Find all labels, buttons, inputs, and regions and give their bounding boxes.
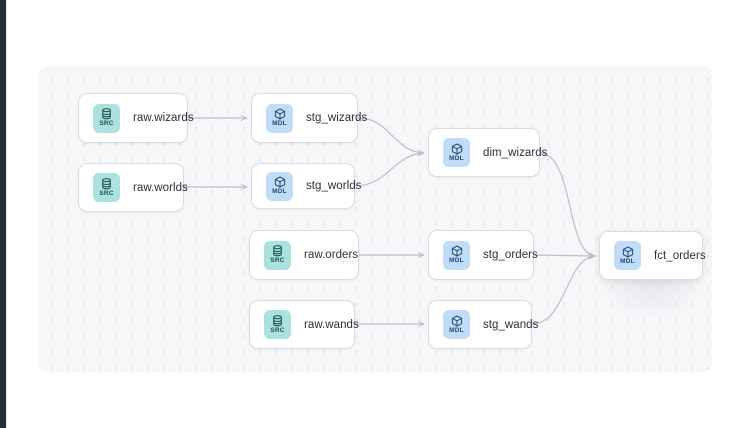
graph-node-stg-worlds[interactable]: MDL stg_worlds: [251, 163, 361, 209]
node-type-label: SRC: [270, 326, 285, 334]
edge-stg-worlds-to-dim-wizards: [354, 153, 424, 187]
graph-node-stg-wands[interactable]: MDL stg_wands: [428, 300, 538, 349]
cube-icon: MDL: [266, 103, 293, 133]
edge-dim-wizards-to-fct-orders: [539, 152, 595, 256]
graph-node-raw-wizards[interactable]: SRC raw.wizards: [78, 93, 194, 143]
edge-stg-orders-to-fct-orders: [533, 255, 595, 256]
cube-icon: MDL: [443, 240, 470, 270]
cube-icon: MDL: [266, 171, 293, 201]
node-type-label: MDL: [272, 188, 287, 196]
edge-stg-wands-to-fct-orders: [531, 256, 595, 325]
node-label: raw.worlds: [133, 181, 188, 194]
database-icon: SRC: [264, 310, 291, 339]
graph-node-raw-wands[interactable]: SRC raw.wands: [249, 300, 359, 349]
graph-node-dim-wizards[interactable]: MDL dim_wizards: [428, 128, 547, 177]
node-label: stg_wands: [483, 318, 539, 331]
database-icon: SRC: [264, 240, 291, 270]
node-type-label: MDL: [620, 257, 635, 265]
node-label: raw.orders: [304, 249, 359, 261]
node-type-label: SRC: [99, 120, 114, 128]
graph-node-raw-orders[interactable]: SRC raw.orders: [249, 230, 359, 280]
graph-node-stg-orders[interactable]: MDL stg_orders: [428, 230, 538, 280]
app-left-rail-divider: [6, 0, 7, 428]
cube-icon: MDL: [614, 241, 641, 270]
node-label: stg_wizards: [306, 112, 368, 124]
node-type-label: MDL: [449, 257, 464, 265]
graph-node-fct-orders[interactable]: MDL fct_orders: [599, 231, 706, 280]
edge-stg-wizards-to-dim-wizards: [357, 117, 424, 153]
cube-icon: MDL: [443, 138, 470, 167]
node-label: stg_worlds: [306, 180, 362, 192]
node-label: stg_orders: [483, 249, 538, 261]
graph-node-raw-worlds[interactable]: SRC raw.worlds: [78, 163, 188, 212]
database-icon: SRC: [93, 173, 120, 202]
node-label: dim_wizards: [483, 146, 548, 159]
graph-node-stg-wizards[interactable]: MDL stg_wizards: [251, 93, 367, 143]
node-label: fct_orders: [654, 249, 706, 262]
database-icon: SRC: [93, 103, 120, 133]
node-type-label: MDL: [449, 154, 464, 162]
cube-icon: MDL: [443, 310, 470, 339]
node-type-label: MDL: [272, 120, 287, 128]
node-type-label: SRC: [99, 189, 114, 197]
node-type-label: MDL: [449, 326, 464, 334]
node-label: raw.wands: [304, 318, 359, 331]
node-label: raw.wizards: [133, 112, 194, 124]
node-type-label: SRC: [270, 257, 285, 265]
app-left-rail: [0, 0, 6, 428]
